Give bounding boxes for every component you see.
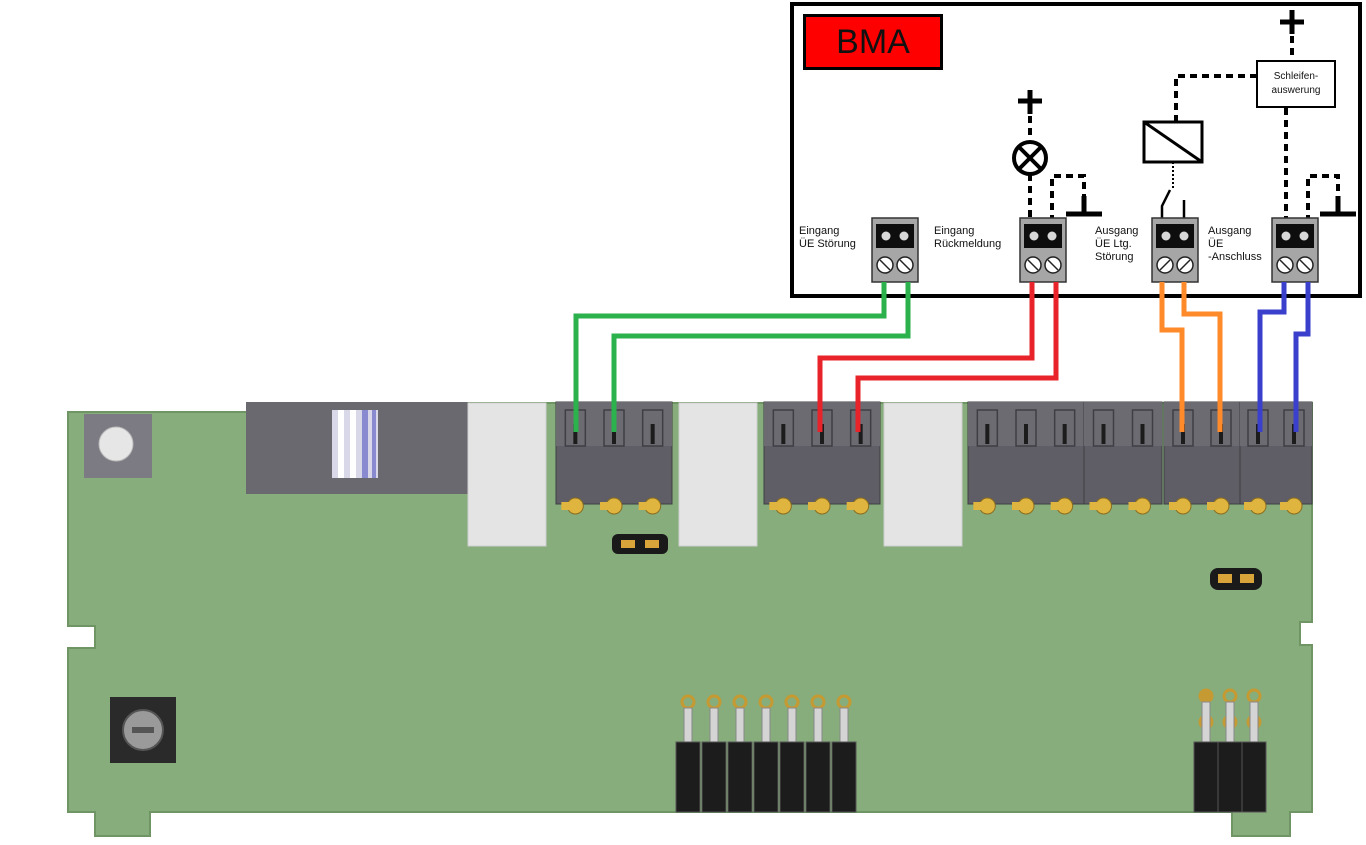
label-ausgang-ue-ltg-stoerung: Ausgang ÜE Ltg. Störung: [1095, 225, 1139, 263]
bma-terminal-ausgang-ue-anschluss: [1271, 217, 1319, 283]
pin-header-7: [675, 694, 857, 813]
wire-ausgang-ue-anschluss: [1257, 282, 1287, 432]
wire-eingang-rueckmeldung: [817, 282, 1035, 432]
pin-header-3: [1193, 688, 1267, 813]
plus-symbol-lamp: [1018, 90, 1042, 114]
header-pin: [727, 694, 753, 813]
header-pin: [701, 694, 727, 813]
wire-ausgang-ue-anschluss: [1293, 282, 1311, 432]
pcb-connectors: [555, 401, 1313, 515]
rotary-switch: [110, 697, 176, 763]
relay-block-2: [678, 402, 758, 547]
bma-schematic: [1012, 10, 1356, 222]
wire-eingang-ue-stoerung: [611, 282, 911, 432]
label-ausgang-ue-anschluss: Ausgang ÜE -Anschluss: [1208, 225, 1262, 263]
bma-terminal-blocks: [871, 217, 1319, 283]
header-pin: [1217, 688, 1243, 813]
pcb-terminal-connector: [967, 401, 1085, 515]
network-jack: [246, 402, 468, 494]
plus-symbol-loop: [1280, 10, 1304, 34]
bma-terminal-ausgang-ue-ltg-stoerung: [1151, 217, 1199, 283]
jumper-right: [1210, 568, 1262, 590]
label-eingang-ue-stoerung: Eingang ÜE Störung: [799, 225, 856, 250]
header-pin: [1241, 688, 1267, 813]
bma-terminal-eingang-ue-stoerung: [871, 217, 919, 283]
header-pin: [831, 694, 857, 813]
bma-terminal-eingang-rueckmeldung: [1019, 217, 1067, 283]
pcb-outline: [67, 402, 1313, 837]
wire-ausgang-ue-ltg-stoerung: [1159, 282, 1185, 432]
wire-ausgang-ue-ltg-stoerung: [1181, 282, 1223, 432]
jumper-left: [612, 534, 668, 554]
wire-eingang-ue-stoerung: [573, 282, 887, 432]
header-pin: [753, 694, 779, 813]
relay-block-3: [883, 402, 963, 547]
header-pin: [675, 694, 701, 813]
header-pin: [805, 694, 831, 813]
label-eingang-rueckmeldung: Eingang Rückmeldung: [934, 225, 1002, 250]
relay-coil-symbol: [1142, 120, 1204, 164]
lamp-symbol: [1012, 140, 1048, 176]
pcb-terminal-connector: [1083, 401, 1163, 515]
pcb-terminal-connector: [1163, 401, 1241, 515]
mounting-hole: [98, 426, 134, 462]
wire-eingang-rueckmeldung: [855, 282, 1059, 432]
ground-symbol-1: [1066, 196, 1102, 217]
header-pin: [779, 694, 805, 813]
loop-evaluation-box: Schleifen- auswerung: [1256, 60, 1336, 108]
pcb-terminal-connector: [1239, 401, 1313, 515]
wires: [573, 282, 1311, 432]
relay-block-1: [467, 402, 547, 547]
bma-title-badge: BMA: [803, 14, 943, 70]
header-pin: [1193, 688, 1219, 813]
ground-symbol-2: [1320, 196, 1356, 217]
pcb-board: [67, 402, 1313, 837]
